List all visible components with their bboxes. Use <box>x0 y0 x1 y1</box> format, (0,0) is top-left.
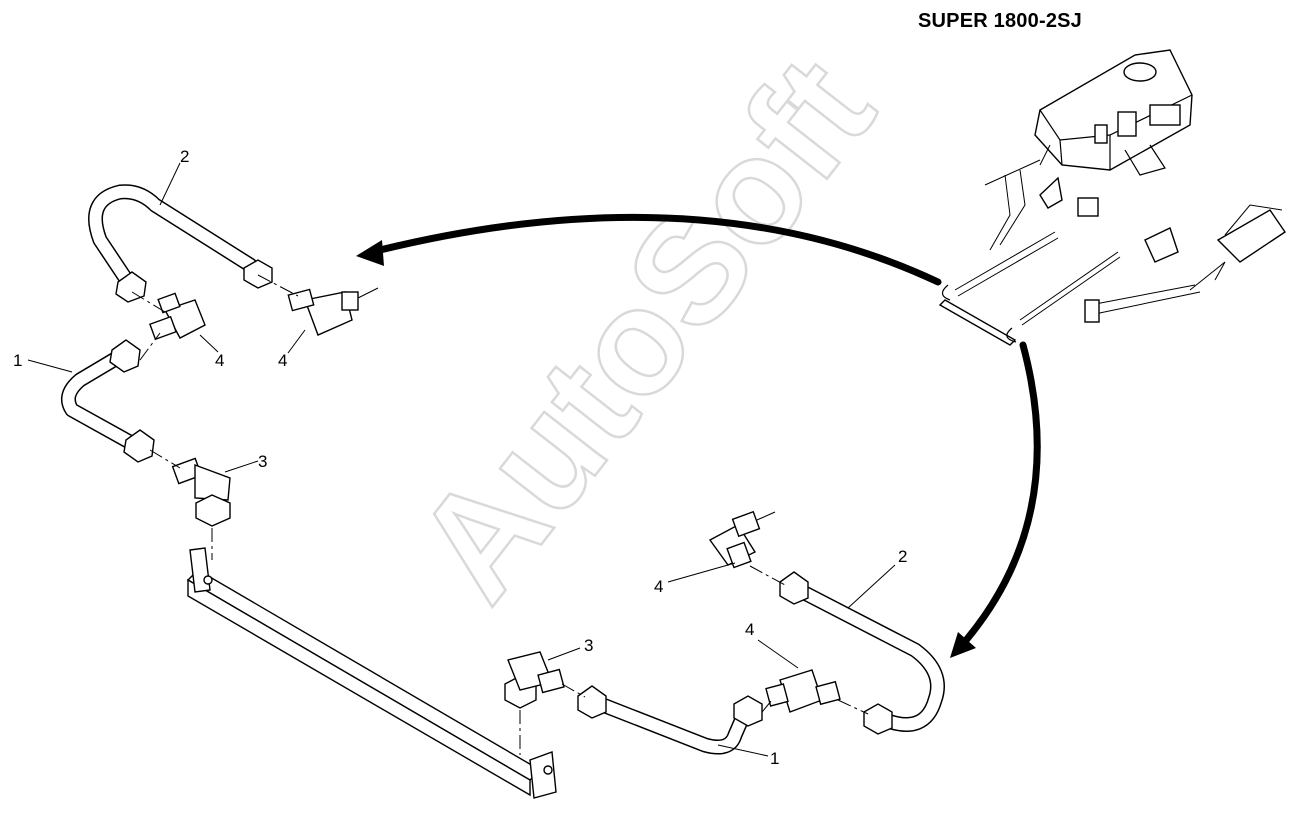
callout-pipe-1-upper: 1 <box>13 351 22 370</box>
pipe-1-lower <box>577 685 763 755</box>
callout-pipe-1-lower: 1 <box>770 749 779 768</box>
pipe-2-upper <box>88 184 273 303</box>
fitting-4-upper-left <box>149 292 206 341</box>
callout-fitting-3-upper: 3 <box>258 452 267 471</box>
callout-fitting-3-lower: 3 <box>584 636 593 655</box>
lower-right-assembly <box>504 510 945 757</box>
callout-labels: 2 1 4 4 3 4 2 4 3 1 <box>13 147 907 768</box>
callout-fitting-4-upper-left: 4 <box>215 351 224 370</box>
fitting-4-lower-tee <box>765 669 841 713</box>
pipe-2-lower <box>779 571 945 735</box>
callout-pipe-2-lower: 2 <box>898 547 907 566</box>
watermark: AutoSoft <box>382 26 907 631</box>
callout-fitting-4-lower-top: 4 <box>654 577 663 596</box>
mounting-rail <box>186 547 557 799</box>
pipe-1-upper <box>60 339 155 463</box>
fitting-3-upper <box>171 457 231 527</box>
upper-left-assembly <box>27 162 557 799</box>
callout-fitting-4-lower-tee: 4 <box>745 620 754 639</box>
watermark-text: AutoSoft <box>383 27 905 629</box>
callout-pipe-2-upper: 2 <box>180 147 189 166</box>
machine-overview-sketch <box>938 49 1286 346</box>
pointer-arrow-to-upper-group <box>356 213 942 286</box>
pointer-arrow-to-lower-group <box>950 341 1041 658</box>
page-title: SUPER 1800-2SJ <box>918 10 1083 32</box>
fitting-4-lower-top <box>708 510 776 569</box>
fitting-3-lower <box>504 651 565 709</box>
callout-fitting-4-upper-right: 4 <box>278 351 287 370</box>
fitting-4-upper-right <box>287 287 379 336</box>
